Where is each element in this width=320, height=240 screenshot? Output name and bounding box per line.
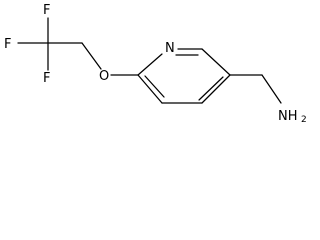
amine-subscript-label: 2 xyxy=(301,115,307,125)
oxygen-label: O xyxy=(99,69,109,84)
ring-bond-c6-c5 xyxy=(201,48,231,76)
fluorine-top-label: F xyxy=(43,3,50,18)
ring-bond-c3-c2-inner xyxy=(144,75,165,98)
molecule-structure: F F F O N NH 2 xyxy=(4,3,307,125)
bond-ch2-oxygen xyxy=(81,42,102,70)
ring-bond-c3-c2 xyxy=(137,74,163,104)
nitrogen-label: N xyxy=(165,41,175,56)
fluorine-bottom-label: F xyxy=(43,71,50,86)
amine-group-label: NH 2 xyxy=(278,109,307,125)
fluorine-left-label: F xyxy=(4,37,11,52)
ring-bond-c5-c4-inner xyxy=(198,76,224,101)
amine-label: NH xyxy=(278,109,298,124)
ring-bond-c2-n xyxy=(137,53,163,76)
ring-bond-c5-c4 xyxy=(201,74,231,104)
bond-ch2-amine xyxy=(261,74,282,104)
